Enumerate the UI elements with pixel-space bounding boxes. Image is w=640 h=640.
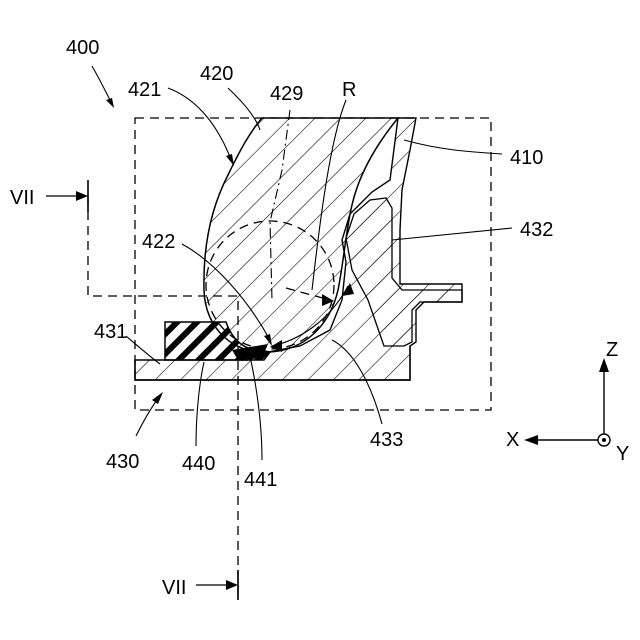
label-421: 421 (128, 79, 161, 101)
label-vii-bottom: VII (162, 577, 186, 599)
label-432: 432 (520, 219, 553, 241)
label-400: 400 (66, 37, 99, 59)
label-vii-top: VII (10, 187, 34, 209)
label-422: 422 (142, 231, 175, 253)
leader-432 (392, 228, 512, 240)
label-410: 410 (510, 147, 543, 169)
leader-410 (404, 140, 502, 154)
leader-430-head (152, 392, 163, 404)
label-420: 420 (200, 63, 233, 85)
axis-x-arrowhead (524, 435, 538, 445)
leader-400 (92, 66, 112, 104)
label-431: 431 (94, 321, 127, 343)
label-r: R (342, 79, 356, 101)
leader-421 (168, 88, 232, 162)
axis-x-label: X (506, 429, 519, 451)
label-429: 429 (270, 83, 303, 105)
leader-420 (228, 88, 260, 130)
section-arrowhead-top (76, 191, 88, 201)
axis-z-label: Z (606, 339, 618, 361)
section-arrowhead-bottom (226, 580, 238, 590)
label-430: 430 (106, 451, 139, 473)
leader-400-head (106, 98, 114, 108)
leader-421-head (226, 154, 234, 166)
label-433: 433 (370, 429, 403, 451)
label-441: 441 (244, 469, 277, 491)
axis-y-dot (602, 438, 606, 442)
label-440: 440 (182, 453, 215, 475)
axis-y-label: Y (616, 443, 629, 465)
